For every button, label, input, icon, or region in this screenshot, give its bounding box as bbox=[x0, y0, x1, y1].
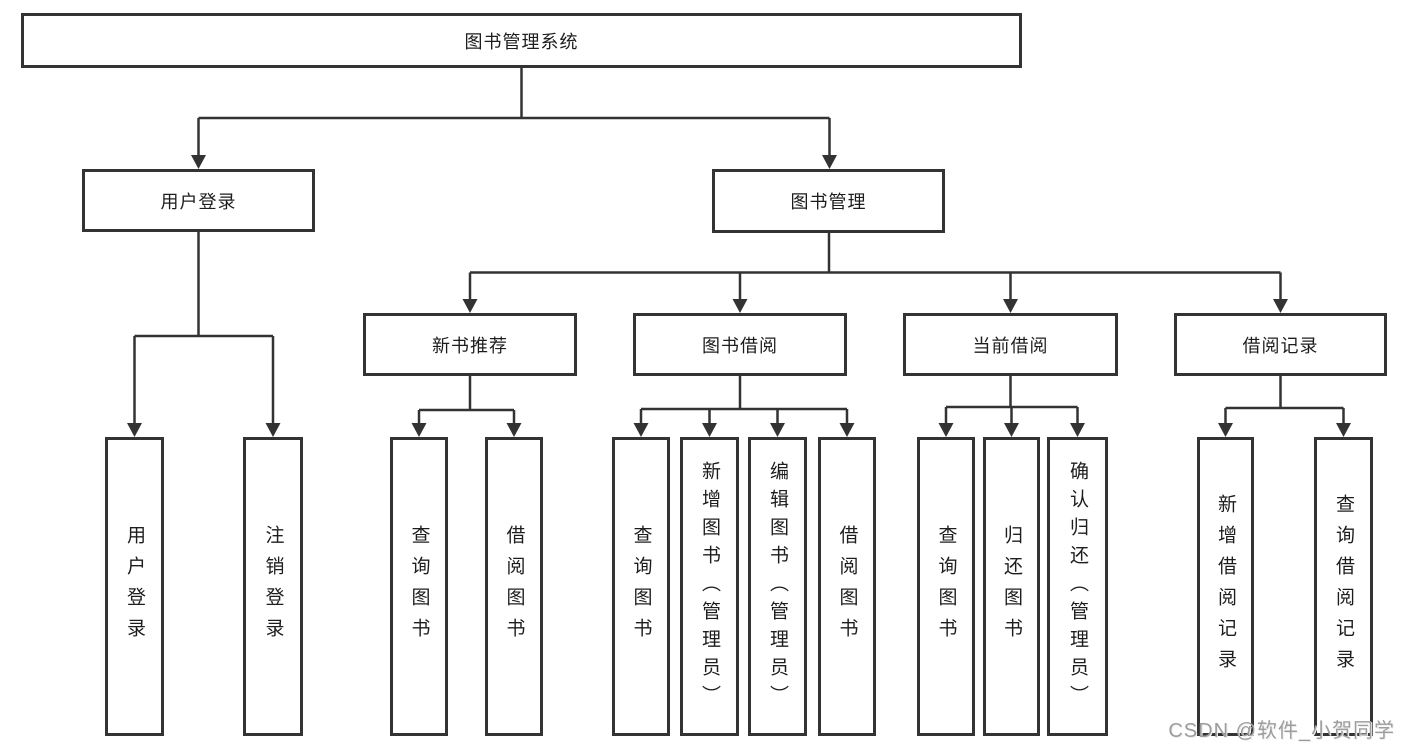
leaf-node-add-books-admin: 新增图书（管理员） bbox=[680, 437, 739, 736]
group-node-borrow-records: 借阅记录 bbox=[1174, 313, 1387, 376]
branch-node-book-management: 图书管理 bbox=[712, 169, 945, 233]
leaf-node-logout: 注销登录 bbox=[243, 437, 303, 736]
leaf-node-query-books-borrow: 查询图书 bbox=[612, 437, 670, 736]
group-node-new-book-recommend: 新书推荐 bbox=[363, 313, 577, 376]
leaf-node-edit-books-admin: 编辑图书（管理员） bbox=[748, 437, 807, 736]
csdn-watermark: CSDN @软件_小贺同学 bbox=[1168, 720, 1395, 742]
leaf-node-confirm-return-admin: 确认归还（管理员） bbox=[1047, 437, 1108, 736]
leaf-node-add-borrow-record: 新增借阅记录 bbox=[1197, 437, 1254, 736]
leaf-node-borrow-books: 借阅图书 bbox=[818, 437, 876, 736]
leaf-node-query-books-current: 查询图书 bbox=[917, 437, 975, 736]
leaf-node-query-books-recommend: 查询图书 bbox=[390, 437, 448, 736]
leaf-node-user-login: 用户登录 bbox=[105, 437, 164, 736]
group-node-current-borrow: 当前借阅 bbox=[903, 313, 1118, 376]
root-node-library-system: 图书管理系统 bbox=[21, 13, 1022, 68]
branch-node-user-login: 用户登录 bbox=[82, 169, 315, 232]
leaf-node-query-borrow-record: 查询借阅记录 bbox=[1314, 437, 1373, 736]
group-node-book-borrow: 图书借阅 bbox=[633, 313, 847, 376]
leaf-node-borrow-books-recommend: 借阅图书 bbox=[485, 437, 543, 736]
leaf-node-return-books: 归还图书 bbox=[983, 437, 1040, 736]
